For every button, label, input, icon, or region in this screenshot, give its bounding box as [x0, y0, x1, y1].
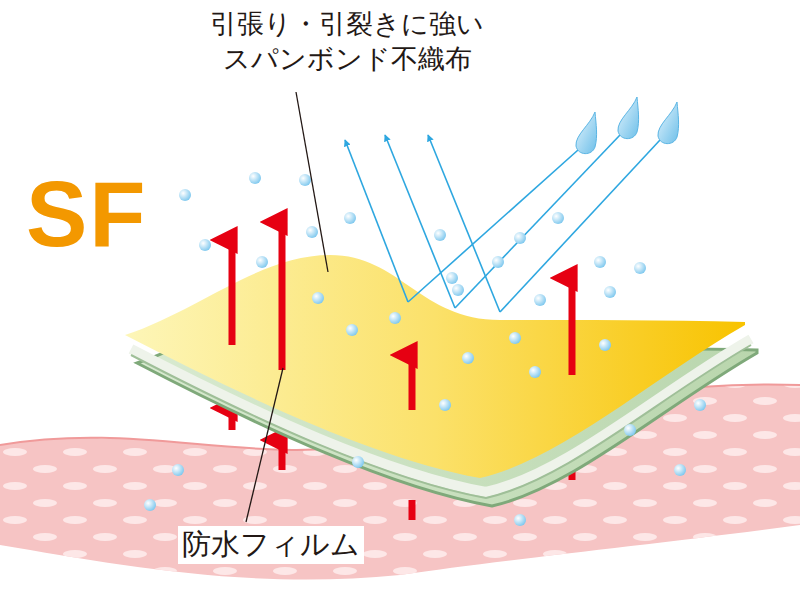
vapor-dot [312, 292, 324, 304]
vapor-dot [599, 339, 611, 351]
vapor-dot [439, 399, 451, 411]
leader-lines [246, 92, 328, 522]
vapor-dot [514, 514, 526, 526]
vapor-dot [462, 352, 474, 364]
vapor-dot [434, 229, 446, 241]
vapor-dots [144, 172, 706, 526]
film-label: 防水フィルム [178, 526, 364, 564]
vapor-dot [346, 324, 358, 336]
vapor-dot [144, 499, 156, 511]
vapor-dot [594, 256, 606, 268]
vapor-dot [534, 294, 546, 306]
vapor-dot [172, 464, 184, 476]
vapor-dot [492, 256, 504, 268]
vapor-dot [446, 272, 458, 284]
vapor-dot [352, 456, 364, 468]
vapor-dot [514, 232, 526, 244]
vapor-dot [249, 172, 261, 184]
vapor-dot [299, 174, 311, 186]
vapor-dot [256, 256, 268, 268]
rain-lines [345, 135, 660, 312]
vapor-dot [509, 332, 521, 344]
vapor-dot [624, 424, 636, 436]
vapor-arrows-upper [232, 222, 572, 410]
product-title: SF [26, 168, 148, 260]
vapor-dot [674, 464, 686, 476]
vapor-dot [634, 262, 646, 274]
vapor-dot [694, 399, 706, 411]
vapor-dot [306, 226, 318, 238]
nonwoven-label: 引張り・引裂きに強い スパンボンド不織布 [200, 6, 494, 76]
vapor-dot [179, 189, 191, 201]
vapor-dot [552, 212, 564, 224]
vapor-dot [199, 239, 211, 251]
rain-drops [576, 97, 679, 154]
vapor-dot [529, 366, 541, 378]
nonwoven-sheet [125, 255, 745, 478]
vapor-dot [604, 286, 616, 298]
vapor-dot [452, 284, 464, 296]
vapor-dot [344, 212, 356, 224]
vapor-dot [389, 312, 401, 324]
